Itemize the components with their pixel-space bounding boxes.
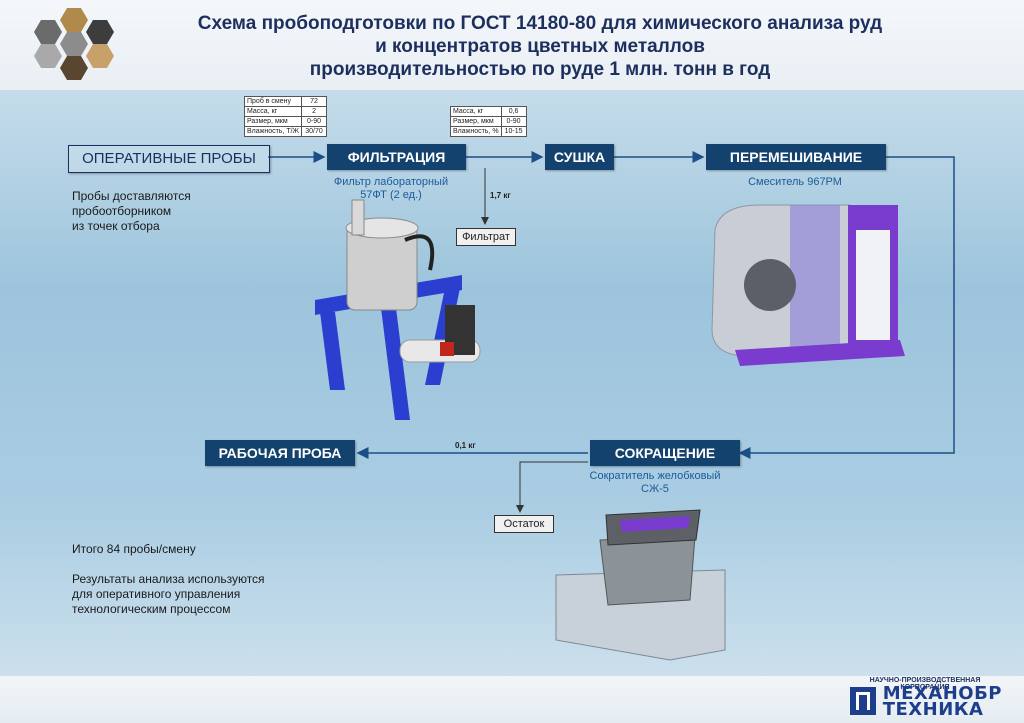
table-cell: Размер, мкм — [450, 116, 502, 127]
company-subtitle: НАУЧНО-ПРОИЗВОДСТВЕННАЯ КОРПОРАЦИЯ — [869, 677, 981, 691]
mixer-caption: Смеситель 967РМ — [748, 176, 842, 188]
filtrate-mass-label: 1,7 кг — [490, 191, 511, 200]
delivery-note-line-1: Пробы доставляются — [72, 189, 191, 203]
stage-filtration: ФИЛЬТРАЦИЯ — [327, 144, 466, 170]
delivery-note-line-2: пробоотборником — [72, 204, 172, 218]
filter-caption: Фильтр лабораторный 57ФТ (2 ед.) — [316, 176, 466, 202]
table-row: Влажность, %10-15 — [450, 126, 527, 137]
results-note: Результаты анализа используются для опер… — [72, 572, 265, 617]
results-note-line-2: для оперативного управления — [72, 587, 241, 601]
company-name-line-1: МЕХАНОБР — [882, 683, 1002, 704]
table-cell: Масса, кг — [450, 106, 502, 117]
table-cell: Масса, кг — [243, 106, 303, 117]
mixer-illustration — [711, 204, 905, 366]
results-note-line-3: технологическим процессом — [72, 602, 231, 616]
company-logo: МЕХАНОБР ТЕХНИКА — [882, 683, 1002, 720]
arrow-remainder — [516, 461, 588, 513]
title-line-2: и концентратов цветных металлов — [375, 36, 705, 57]
delivery-note: Пробы доставляются пробоотборником из то… — [72, 189, 191, 234]
page-title: Схема пробоподготовки по ГОСТ 14180-80 д… — [120, 12, 960, 81]
title-line-3: производительностью по руде 1 млн. тонн … — [309, 59, 771, 80]
title-line-1: Схема пробоподготовки по ГОСТ 14180-80 д… — [197, 13, 883, 34]
divider-caption-line-1: Сократитель желобковый — [589, 470, 721, 482]
stage-operative-samples: ОПЕРАТИВНЫЕ ПРОБЫ — [68, 145, 270, 173]
table-cell: Влажность, Т/Ж — [243, 126, 303, 137]
table-cell: 2 — [301, 106, 328, 117]
arrow-mixing-reduction — [738, 156, 955, 459]
table-cell: 72 — [301, 96, 328, 107]
stage-working-sample: РАБОЧАЯ ПРОБА — [205, 440, 355, 466]
working-mass-label: 0,1 кг — [455, 441, 476, 450]
company-logo-mark — [850, 687, 876, 715]
table-cell: Проб в смену — [243, 96, 303, 107]
table-cell: 30/70 — [301, 126, 328, 137]
stage-mixing: ПЕРЕМЕШИВАНИЕ — [706, 144, 886, 170]
table-cell: 10-15 — [500, 126, 527, 137]
results-note-line-1: Результаты анализа используются — [72, 572, 265, 586]
divider-caption: Сократитель желобковый СЖ-5 — [575, 470, 735, 496]
table-cell: 0,6 — [500, 106, 527, 117]
divider-caption-line-2: СЖ-5 — [641, 483, 669, 495]
divider-illustration — [555, 509, 726, 661]
stage-drying: СУШКА — [545, 144, 614, 170]
total-note: Итого 84 пробы/смену — [72, 542, 196, 556]
stage-reduction: СОКРАЩЕНИЕ — [590, 440, 740, 466]
delivery-note-line-3: из точек отбора — [72, 219, 160, 233]
table-cell: Размер, мкм — [243, 116, 303, 127]
filter-caption-line-2: 57ФТ (2 ед.) — [360, 189, 422, 201]
filter-illustration — [315, 199, 481, 420]
company-name-line-2: ТЕХНИКА — [882, 699, 984, 720]
output-filtrate: Фильтрат — [456, 228, 516, 246]
minerals-logo — [30, 6, 120, 84]
filter-caption-line-1: Фильтр лабораторный — [333, 176, 449, 188]
header — [0, 0, 1024, 90]
table-cell: 0-90 — [500, 116, 527, 127]
table-cell: Влажность, % — [450, 126, 502, 137]
table-cell: 0-90 — [301, 116, 328, 127]
output-remainder: Остаток — [494, 515, 554, 533]
